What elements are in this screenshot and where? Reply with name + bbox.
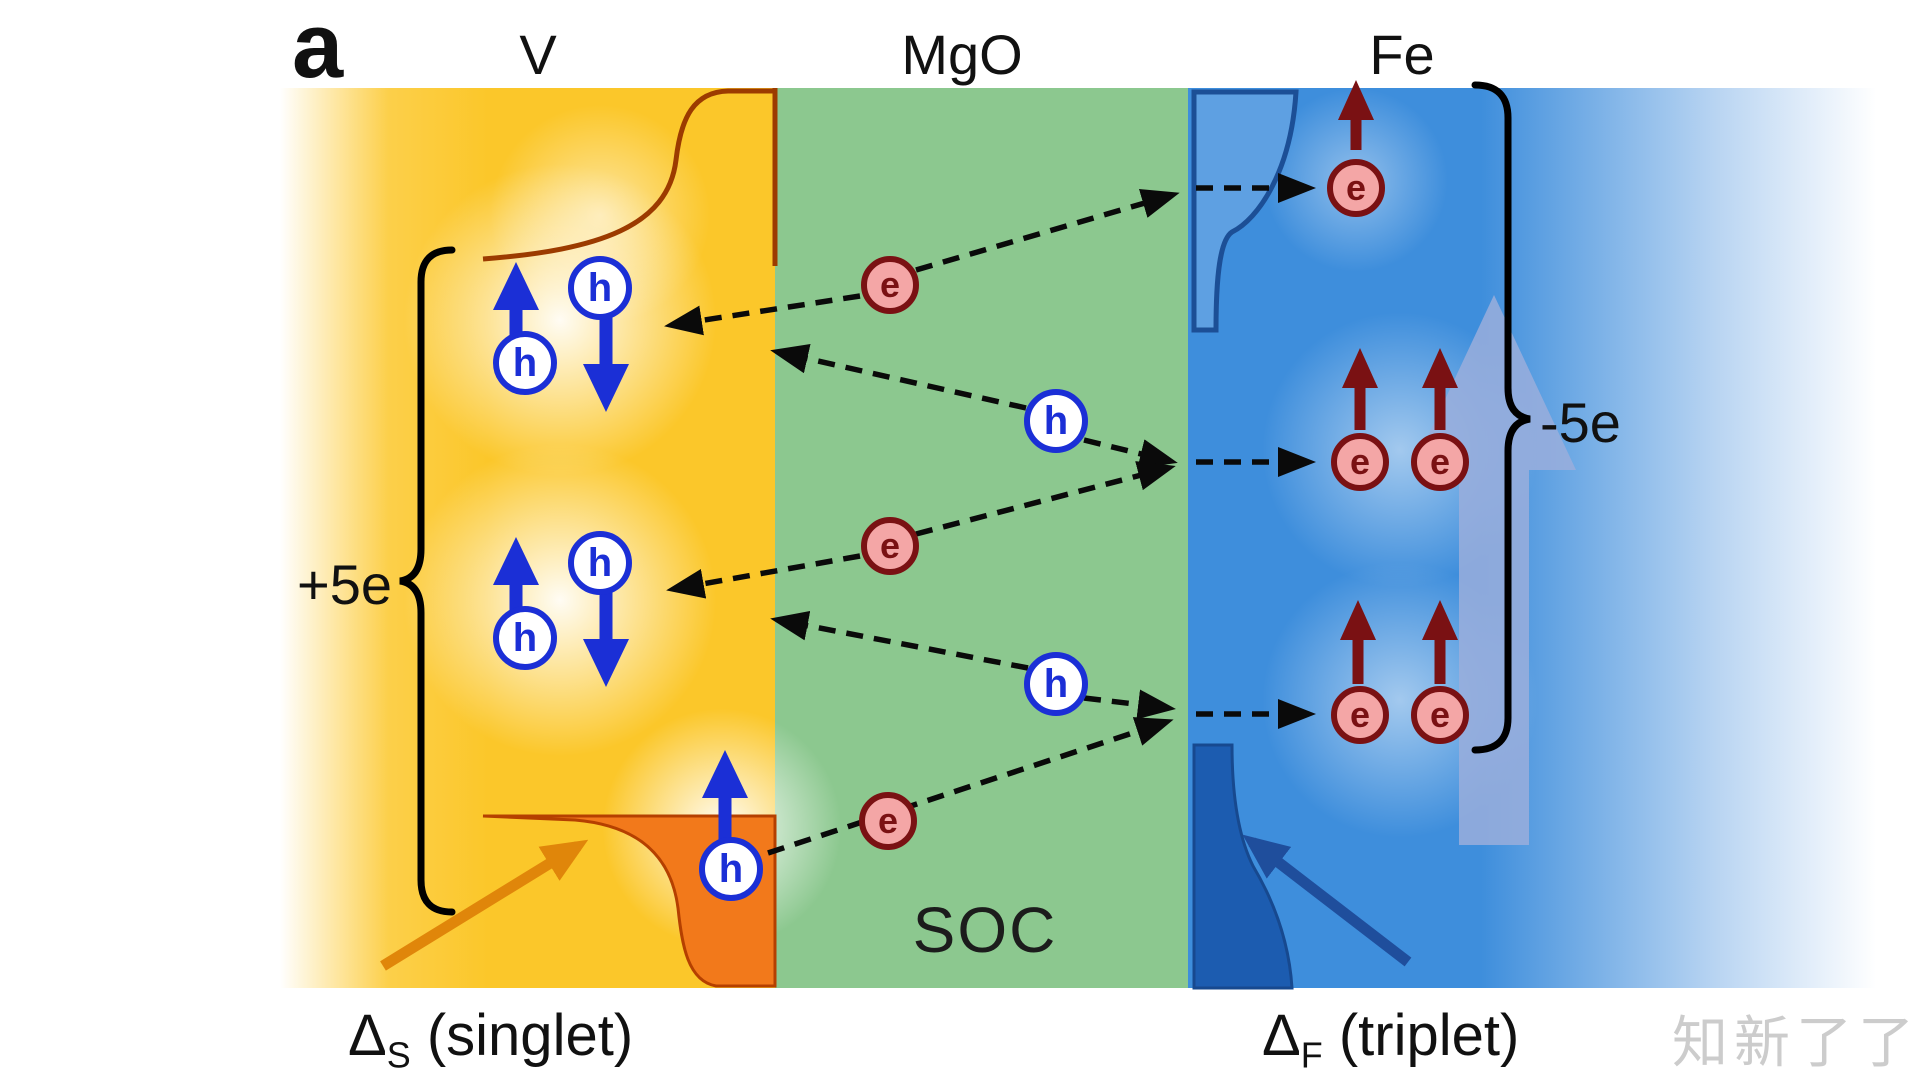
dashed-arrow bbox=[666, 553, 861, 599]
electron-particle-fe: e bbox=[1411, 433, 1469, 491]
delta-subscript: S bbox=[386, 1034, 411, 1076]
singlet-dos-top bbox=[482, 88, 778, 266]
hole-particle-mgo: h bbox=[1024, 652, 1088, 716]
delta-subscript: F bbox=[1300, 1034, 1323, 1076]
panel-label: a bbox=[292, 0, 344, 97]
fe-region-label: Fe bbox=[1369, 23, 1435, 86]
hole-particle: h bbox=[568, 256, 632, 320]
left-charge-label: +5e bbox=[297, 553, 392, 616]
hole-label: h bbox=[587, 266, 613, 310]
watermark: 知新了了 bbox=[1672, 1011, 1920, 1074]
electron-label: e bbox=[879, 264, 901, 305]
delta-symbol: Δ bbox=[1262, 1003, 1301, 1068]
hole-label: h bbox=[512, 616, 538, 660]
hole-label: h bbox=[587, 541, 613, 585]
right-charge-brace bbox=[1471, 81, 1531, 754]
hole-particle-mgo: h bbox=[1024, 389, 1088, 453]
dashed-arrow bbox=[770, 610, 1029, 671]
delta-symbol: Δ bbox=[348, 1003, 387, 1068]
singlet-text: (singlet) bbox=[410, 1003, 634, 1068]
hole-label: h bbox=[512, 341, 538, 385]
electron-particle-fe: e bbox=[1331, 433, 1389, 491]
triplet-text: (triplet) bbox=[1322, 1003, 1520, 1068]
hole-label: h bbox=[718, 847, 744, 891]
electron-particle-fe: e bbox=[1327, 159, 1385, 217]
singlet-gap-label: ΔS (singlet) bbox=[348, 1002, 633, 1077]
v-region-label: V bbox=[519, 23, 557, 86]
dashed-arrow bbox=[767, 717, 1174, 856]
electron-label: e bbox=[1345, 167, 1367, 208]
mgo-region-label: MgO bbox=[901, 23, 1023, 86]
electron-label: e bbox=[1349, 694, 1371, 735]
hole-particle: h bbox=[493, 606, 557, 670]
electron-spin-arrows bbox=[1338, 80, 1458, 684]
hole-label: h bbox=[1043, 662, 1069, 706]
electron-label: e bbox=[1429, 694, 1451, 735]
electron-particle-mgo: e bbox=[861, 517, 919, 575]
dashed-arrow bbox=[1083, 437, 1178, 469]
electron-particle-fe: e bbox=[1411, 686, 1469, 744]
left-charge-brace bbox=[399, 246, 456, 916]
triplet-dos-top bbox=[1191, 89, 1299, 333]
dashed-arrow bbox=[664, 293, 861, 336]
electron-particle-mgo: e bbox=[861, 256, 919, 314]
hole-particle: h bbox=[568, 531, 632, 595]
electron-particle-mgo: e bbox=[859, 792, 917, 850]
triplet-gap-pointer-arrow bbox=[1242, 834, 1412, 967]
net-spin-up-arrow bbox=[1412, 295, 1576, 845]
hole-particle: h bbox=[493, 331, 557, 395]
electron-label: e bbox=[1349, 441, 1371, 482]
hole-particle: h bbox=[699, 837, 763, 901]
electron-label: e bbox=[1429, 441, 1451, 482]
electron-particle-fe: e bbox=[1331, 686, 1389, 744]
soc-label: SOC bbox=[912, 894, 1058, 966]
triplet-gap-label: ΔF (triplet) bbox=[1262, 1002, 1519, 1077]
dashed-arrow bbox=[915, 461, 1176, 537]
dashed-arrow bbox=[1083, 689, 1176, 720]
right-charge-label: -5e bbox=[1540, 391, 1621, 454]
electron-label: e bbox=[879, 525, 901, 566]
dashed-arrow bbox=[915, 189, 1180, 273]
hole-label: h bbox=[1043, 399, 1069, 443]
singlet-gap-pointer-arrow bbox=[380, 839, 589, 971]
electron-label: e bbox=[877, 800, 899, 841]
dashed-arrow bbox=[770, 343, 1027, 411]
tunneling-arrows bbox=[664, 173, 1316, 856]
